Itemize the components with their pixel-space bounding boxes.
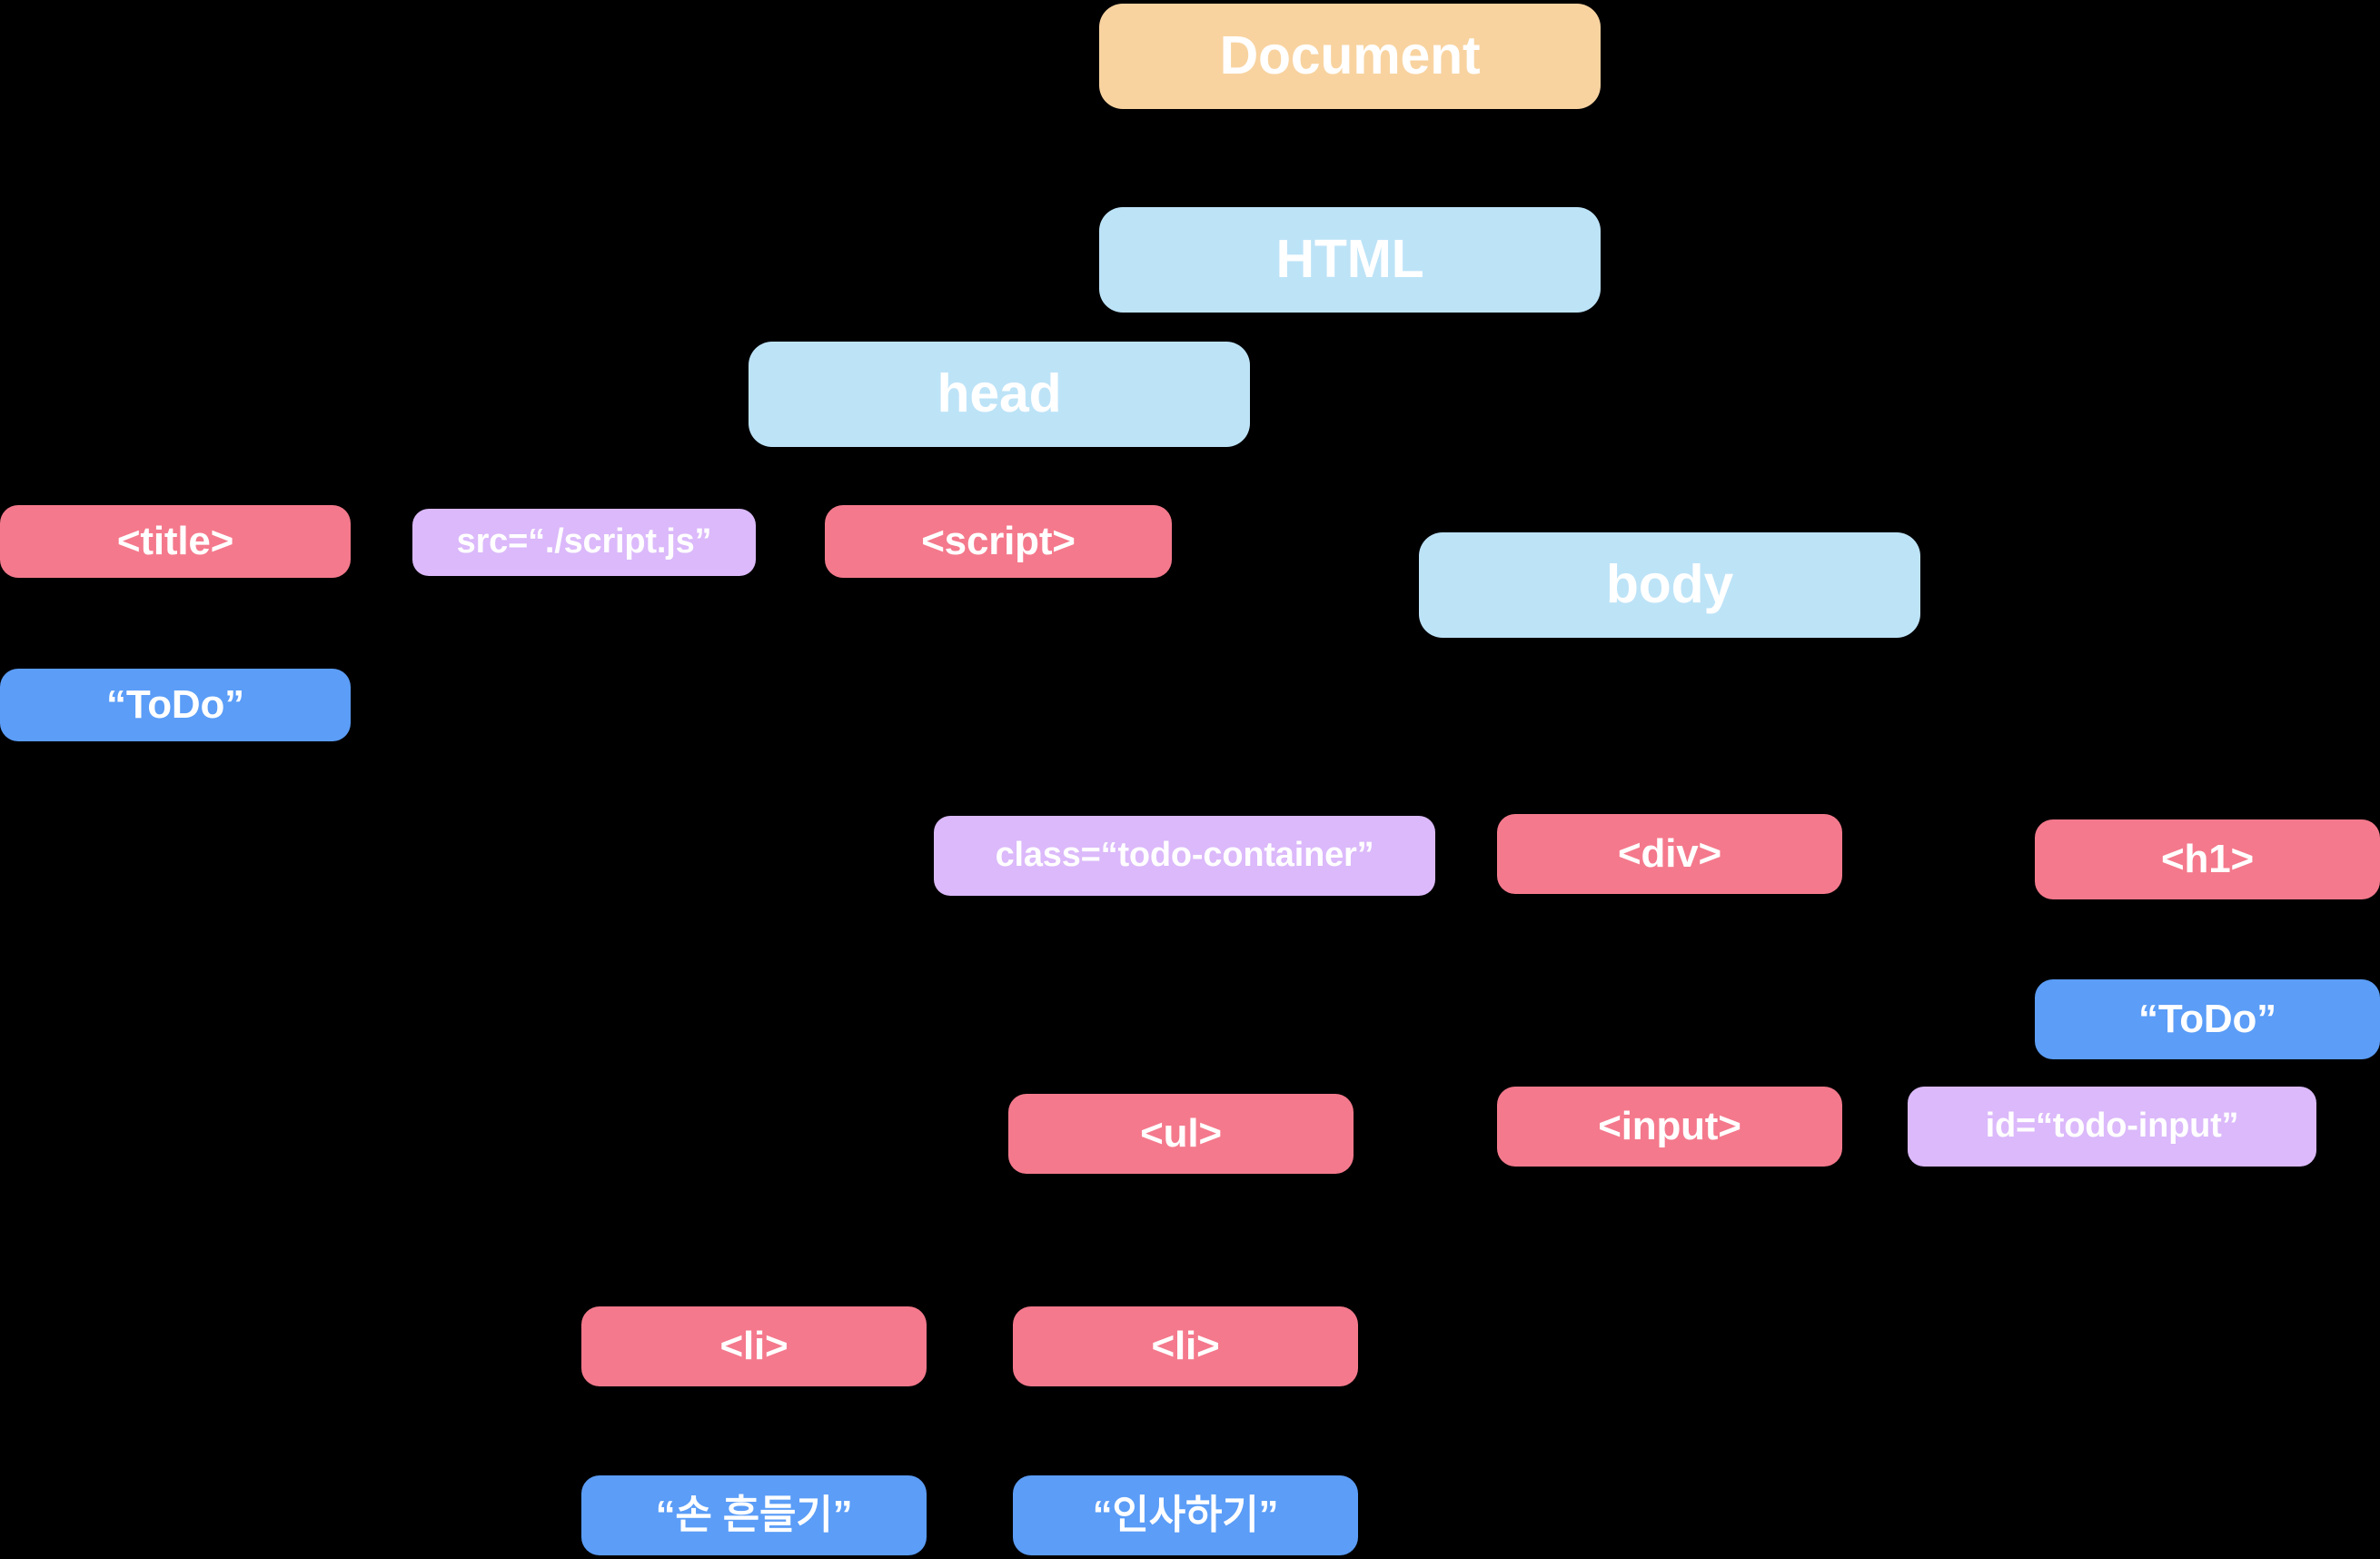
dom-node-div: <div> (1497, 814, 1842, 894)
dom-node-script: <script> (825, 505, 1172, 578)
dom-node-li-1: <li> (581, 1306, 927, 1386)
dom-node-script-src: src=“./script.js” (412, 509, 756, 576)
dom-node-li-2: <li> (1013, 1306, 1358, 1386)
dom-node-h1: <h1> (2035, 819, 2380, 899)
dom-node-li-2-text: “인사하기” (1013, 1475, 1358, 1555)
dom-node-ul: <ul> (1008, 1094, 1354, 1174)
dom-node-div-class: class=“todo-container” (934, 816, 1435, 896)
dom-node-h1-text: “ToDo” (2035, 979, 2380, 1059)
dom-node-body: body (1419, 532, 1920, 638)
dom-node-title: <title> (0, 505, 351, 578)
dom-node-input: <input> (1497, 1087, 1842, 1167)
dom-node-html: HTML (1099, 207, 1601, 313)
dom-node-head: head (749, 342, 1250, 447)
dom-node-input-id: id=“todo-input” (1908, 1087, 2316, 1167)
dom-node-title-text: “ToDo” (0, 669, 351, 741)
dom-node-document: Document (1099, 4, 1601, 109)
dom-node-li-1-text: “손 흔들기” (581, 1475, 927, 1555)
